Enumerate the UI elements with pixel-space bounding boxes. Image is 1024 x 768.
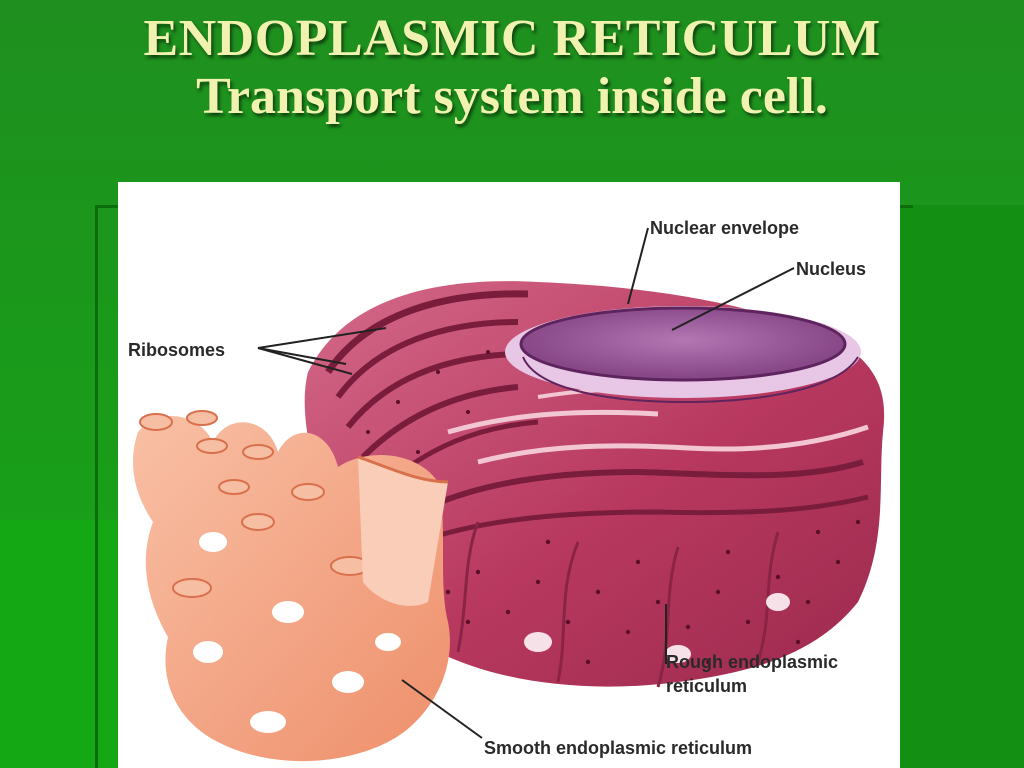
- er-diagram-panel: Nuclear envelope Nucleus Ribosomes Rough…: [118, 182, 900, 768]
- label-rough-er-line1: Rough endoplasmic: [666, 652, 838, 672]
- divider-line-vertical: [95, 205, 98, 768]
- nucleus: [505, 306, 861, 404]
- leader-lines: [257, 227, 795, 739]
- background-block-left: [0, 520, 120, 768]
- background-block-right: [900, 205, 1024, 768]
- label-rough-er-line2: reticulum: [666, 676, 747, 696]
- smooth-er-body: [133, 410, 450, 762]
- label-nucleus: Nucleus: [796, 259, 866, 279]
- title-heading: ENDOPLASMIC RETICULUM: [143, 10, 881, 67]
- label-smooth-er: Smooth endoplasmic reticulum: [484, 738, 752, 758]
- label-ribosomes: Ribosomes: [128, 340, 225, 360]
- ribosome-dots: [366, 350, 861, 665]
- title-subheading: Transport system inside cell.: [196, 68, 828, 126]
- label-nuclear-envelope: Nuclear envelope: [650, 218, 799, 238]
- slide-title: ENDOPLASMIC RETICULUM Transport system i…: [0, 10, 1024, 126]
- er-illustration: Nuclear envelope Nucleus Ribosomes Rough…: [128, 218, 885, 762]
